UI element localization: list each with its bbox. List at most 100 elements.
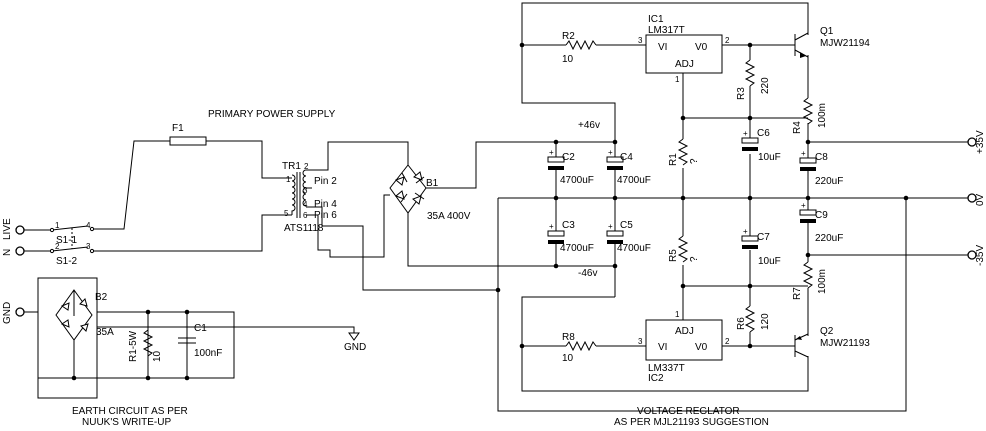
primary-title: PRIMARY POWER SUPPLY <box>208 109 336 120</box>
ic1-ref: IC1 <box>648 14 664 25</box>
switch-pin4: 4 <box>86 221 91 230</box>
transistor-q2: Q2 MJW21193 <box>794 326 870 358</box>
regulator-ic2: ADJ VI V0 3 2 1 LM337T IC2 <box>638 310 730 384</box>
switch-s1-2-label: S1-2 <box>56 256 78 267</box>
resistor-r2: R2 10 <box>562 31 597 65</box>
capacitor-c5: + C5 4700uF <box>606 220 651 254</box>
resistor-r4: R4 100m <box>792 97 828 134</box>
ic1-vo: V0 <box>695 42 708 53</box>
ic1-pin3: 3 <box>638 36 643 45</box>
ic2-adj: ADJ <box>675 326 694 337</box>
c3-plus: + <box>549 222 554 231</box>
resistor-r1: R1 ? <box>668 138 700 166</box>
q1-part: MJW21194 <box>820 38 870 49</box>
c9-value: 220uF <box>815 233 843 244</box>
c5-ref: C5 <box>620 220 633 231</box>
q2-part: MJW21193 <box>820 338 870 349</box>
c9-plus: + <box>801 201 806 210</box>
transistor-q1: Q1 MJW21194 <box>794 26 870 58</box>
resistor-r3: R3 220 <box>736 59 771 100</box>
resistor-r5: R5 ? <box>668 235 700 263</box>
r1-5w-value: 10 <box>152 350 163 362</box>
r6-value: 120 <box>760 313 771 330</box>
r1-ref: R1 <box>668 153 679 166</box>
c1-value: 100nF <box>194 348 222 359</box>
switch-pin2: 2 <box>55 242 60 251</box>
r7-ref: R7 <box>792 287 803 300</box>
capacitor-c6: + C6 10uF <box>741 128 781 163</box>
earth-title-line2: NUUK'S WRITE-UP <box>82 417 171 428</box>
ic2-pin2: 2 <box>725 337 730 346</box>
rail-plus46-label: +46v <box>578 120 600 131</box>
bridge-b2-ref: B2 <box>95 292 108 303</box>
bridge-b2: B2 35A <box>55 289 114 341</box>
plus35-label: +35V <box>975 130 986 154</box>
c2-ref: C2 <box>562 152 575 163</box>
r3-ref: R3 <box>736 87 747 100</box>
switch-s1-1-label: S1-1 <box>56 235 78 246</box>
r8-ref: R8 <box>562 332 575 343</box>
terminal-gnd: GND <box>2 302 25 324</box>
ground-label: GND <box>344 342 366 353</box>
transformer-n3: 3 <box>303 186 308 195</box>
c2-value: 4700uF <box>560 175 594 186</box>
zero-label: 0V <box>975 193 986 206</box>
c7-value: 10uF <box>758 256 781 267</box>
capacitor-c7: + C7 10uF <box>741 227 781 267</box>
transformer-n1: 1 <box>286 175 291 184</box>
r8-value: 10 <box>562 353 574 364</box>
r4-ref: R4 <box>792 121 803 134</box>
switch-pin3: 3 <box>86 242 91 251</box>
capacitor-c1: C1 100nF <box>178 323 222 359</box>
capacitor-c8: + C8 220uF <box>799 149 843 187</box>
r4-value: 100m <box>817 103 828 128</box>
ic1-vi: VI <box>658 42 667 53</box>
r2-value: 10 <box>562 54 574 65</box>
c5-value: 4700uF <box>617 243 651 254</box>
q1-ref: Q1 <box>820 26 834 37</box>
fuse-ref: F1 <box>172 123 184 134</box>
q2-ref: Q2 <box>820 326 834 337</box>
r1-5w-ref: R1-5W <box>128 330 139 362</box>
rail-minus46-label: -46v <box>578 268 597 279</box>
ic1-part: LM317T <box>648 25 685 36</box>
r5-value: ? <box>689 256 700 262</box>
ic1-pin2: 2 <box>725 36 730 45</box>
transformer-part: ATS1118 <box>284 223 324 234</box>
earth-title-line1: EARTH CIRCUIT AS PER <box>72 406 188 417</box>
c1-ref: C1 <box>194 323 207 334</box>
r7-value: 100m <box>817 269 828 294</box>
r2-ref: R2 <box>562 31 575 42</box>
terminal-plus35: +35V <box>967 130 986 154</box>
resistor-r6: R6 120 <box>736 305 771 333</box>
minus35-label: -35V <box>975 245 986 266</box>
capacitor-c3: + C3 4700uF <box>547 220 594 254</box>
resistor-r1-5w: R1-5W 10 <box>128 329 163 362</box>
r5-ref: R5 <box>668 249 679 262</box>
capacitor-c4: + C4 4700uF <box>606 148 651 186</box>
transformer-n6: 6 <box>303 211 308 220</box>
capacitor-c2: + C2 4700uF <box>547 148 594 186</box>
wires <box>24 2 968 412</box>
c5-plus: + <box>608 222 613 231</box>
c8-ref: C8 <box>815 152 828 163</box>
terminal-minus35: -35V <box>967 245 986 266</box>
gnd-in-label: GND <box>2 302 13 324</box>
transformer-pin2-label: Pin 2 <box>314 176 337 187</box>
transformer-n2: 2 <box>304 162 309 171</box>
c4-plus: + <box>608 148 613 157</box>
live-label: LIVE <box>2 218 13 240</box>
c7-plus: + <box>743 227 748 236</box>
junction-dots <box>71 42 909 381</box>
transformer-tr1: TR1 1 2 3 4 5 6 Pin 2 Pin 4 Pin 6 ATS111… <box>282 161 337 234</box>
ic2-pin1: 1 <box>675 310 680 319</box>
fuse-f1: F1 <box>169 123 207 146</box>
bridge-b1-ref: B1 <box>426 178 439 189</box>
ic2-ref: IC2 <box>648 373 664 384</box>
terminal-zero: 0V <box>967 193 986 206</box>
bridge-b2-rating: 35A <box>96 327 114 338</box>
capacitor-c9: + C9 220uF <box>799 201 843 244</box>
transformer-pin6-label: Pin 6 <box>314 210 337 221</box>
terminal-neutral: N <box>2 246 25 256</box>
